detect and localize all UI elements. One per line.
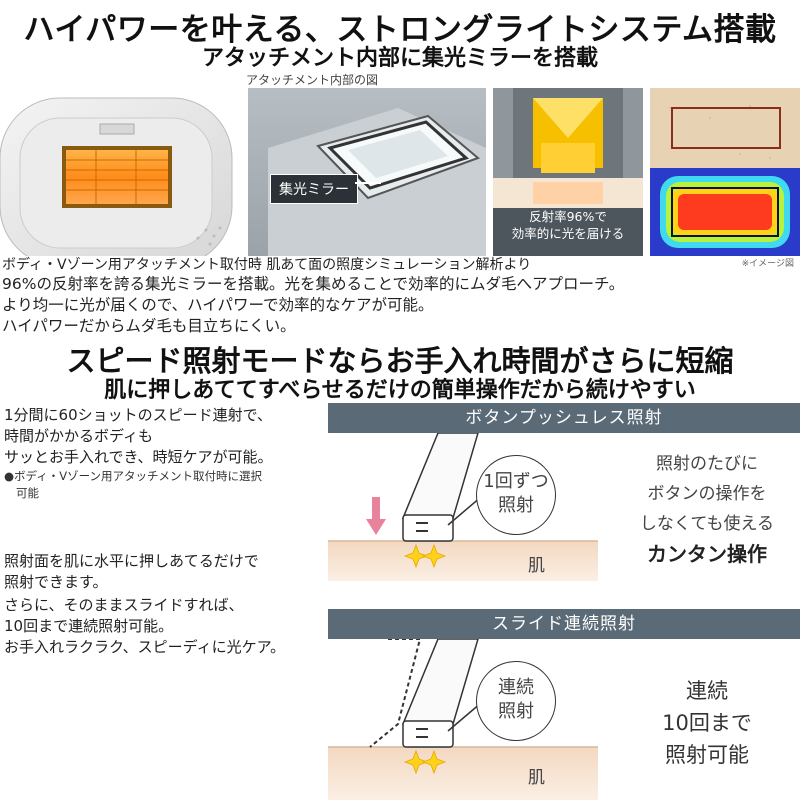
- speech-bubble-single: 1回ずつ 照射: [476, 455, 556, 535]
- bubble-continuous-line2: 照射: [498, 701, 534, 722]
- bubble-single-line1: 1回ずつ: [483, 471, 549, 492]
- intro-line-4: ハイパワーだからムダ毛も目立ちにくい。: [2, 317, 296, 335]
- slide-desc: 連続 10回まで 照射可能: [614, 675, 800, 771]
- main-title: ハイパワーを叶える、ストロングライトシステム搭載: [23, 12, 777, 48]
- mirror-label: 集光ミラー: [270, 174, 358, 204]
- reflection-diagram: [493, 88, 643, 256]
- reflection-label: 反射率96%で 効率的に光を届ける: [506, 208, 630, 242]
- bubble-single-line2: 照射: [498, 495, 534, 516]
- speed-note-line-2: 可能: [16, 486, 39, 500]
- buttonless-desc-line4: カンタン操作: [647, 542, 767, 566]
- mirror-diagram: [248, 88, 486, 256]
- reflection-label-line1: 反射率96%で: [529, 209, 607, 224]
- slide-desc-line1: 連続: [686, 679, 728, 703]
- mirror-pointer-line: [355, 182, 381, 184]
- speed-text-1-line-2: 時間がかかるボディも: [4, 427, 153, 445]
- speed-text-2-line-2: 照射できます。: [4, 573, 108, 591]
- press-down-arrow-icon: [366, 497, 386, 537]
- speed-text-2-line-1: 照射面を肌に水平に押しあてるだけで: [4, 552, 259, 570]
- speed-text-2-line-3: さらに、そのままスライドすれば、: [4, 596, 244, 614]
- buttonless-desc: 照射のたびに ボタンの操作を しなくても使える カンタン操作: [614, 449, 800, 569]
- buttonless-desc-line1: 照射のたびに: [656, 454, 758, 474]
- speech-bubble-continuous: 連続 照射: [476, 661, 556, 741]
- panel-buttonless: 1回ずつ 照射 肌 照射のたびに ボタンの操作を しなくても使える カンタン操作: [328, 433, 800, 595]
- reflection-label-line2: 効率的に光を届ける: [511, 226, 625, 241]
- buttonless-desc-line3: しなくても使える: [639, 514, 775, 534]
- slide-desc-line2: 10回まで: [662, 711, 752, 735]
- band-slide: スライド連続照射: [328, 609, 800, 639]
- speed-text-1-line-1: 1分間に60ショットのスピード連射で、: [4, 406, 273, 424]
- intro-line-1: ボディ・Vゾーン用アタッチメント取付時 肌あて面の照度シミュレーション解析より: [2, 257, 532, 273]
- speed-text-2-line-5: お手入れラクラク、スピーディに光ケア。: [4, 638, 286, 656]
- panel-slide: 連続 照射 肌 連続 10回まで 照射可能: [328, 639, 800, 800]
- speed-text-1-line-3: サッとお手入れでき、時短ケアが可能。: [4, 448, 273, 466]
- speed-title: スピード照射モードならお手入れ時間がさらに短縮: [66, 344, 734, 378]
- buttonless-desc-line2: ボタンの操作を: [647, 484, 767, 504]
- intro-line-3: より均一に光が届くので、ハイパワーで効率的なケアが可能。: [2, 296, 434, 314]
- heatmap-simulation: [650, 88, 800, 256]
- main-subtitle: アタッチメント内部に集光ミラーを搭載: [201, 46, 598, 71]
- slide-desc-line3: 照射可能: [665, 743, 749, 767]
- band-buttonless: ボタンプッシュレス照射: [328, 403, 800, 433]
- speed-text-2-line-4: 10回まで連続照射可能。: [4, 617, 174, 635]
- bubble-continuous-line1: 連続: [498, 677, 534, 698]
- speed-note-line-1: ●ボディ・Vゾーン用アタッチメント取付時に選択: [4, 469, 263, 483]
- skin-label-b: 肌: [528, 768, 545, 788]
- device-head-photo: [0, 88, 240, 256]
- figure-caption: アタッチメント内部の図: [246, 73, 379, 87]
- intro-line-2: 96%の反射率を誇る集光ミラーを搭載。光を集めることで効率的にムダ毛へアプローチ…: [2, 275, 625, 293]
- image-note: ※イメージ図: [741, 259, 794, 269]
- speed-subtitle: 肌に押しあててすべらせるだけの簡単操作だから続けやすい: [104, 378, 696, 403]
- skin-label-a: 肌: [528, 556, 545, 576]
